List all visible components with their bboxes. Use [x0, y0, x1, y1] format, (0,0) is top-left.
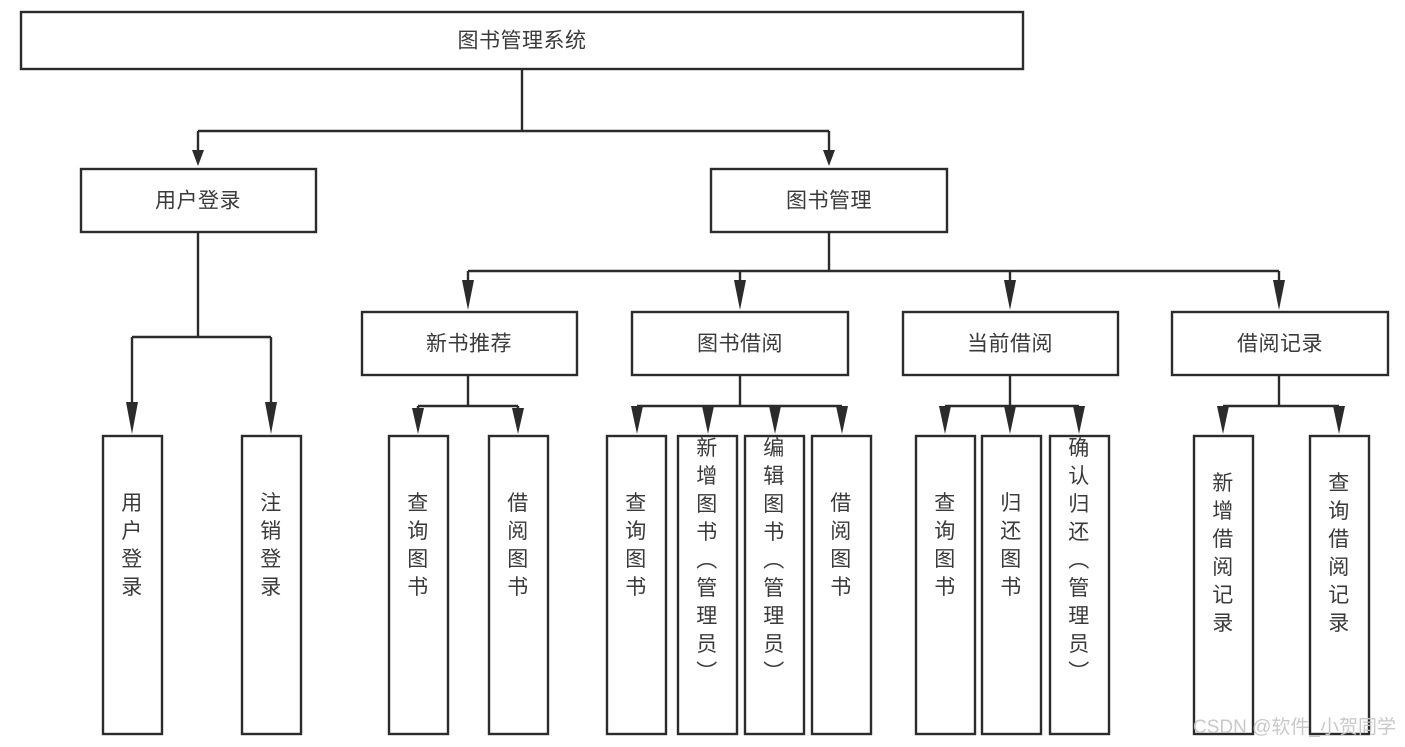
node-leaf-confirm-return-box[interactable] — [1048, 434, 1111, 736]
arrow-leaf-add-record — [1217, 406, 1229, 434]
node-leaf-logout-login-label: 注销登录 — [260, 492, 282, 599]
node-leaf-add-book-label: 新增图书︵管理员︶ — [696, 437, 718, 684]
node-leaf-user-login-box[interactable] — [101, 434, 164, 736]
node-leaf-borrow-book-2[interactable]: 借阅图书 — [810, 434, 873, 736]
arrow-leaf-query-record — [1333, 406, 1345, 434]
arrow-leaf-return-book — [1004, 406, 1016, 434]
node-user-login[interactable]: 用户登录 — [79, 167, 318, 234]
node-root[interactable]: 图书管理系统 — [19, 10, 1025, 71]
node-borrow-record[interactable]: 借阅记录 — [1170, 310, 1390, 377]
node-leaf-add-book-box[interactable] — [676, 434, 739, 736]
arrow-leaf-add-book — [702, 406, 714, 434]
node-leaf-query-book-2[interactable]: 查询图书 — [605, 434, 668, 736]
node-leaf-borrow-book-1[interactable]: 借阅图书 — [487, 434, 550, 736]
node-leaf-add-record-label: 新增借阅记录 — [1212, 472, 1234, 635]
node-book-manage-label: 图书管理 — [786, 190, 872, 213]
node-borrow-record-label: 借阅记录 — [1237, 333, 1323, 356]
node-leaf-user-login-label: 用户登录 — [121, 492, 143, 599]
node-book-borrow-label: 图书借阅 — [697, 333, 783, 356]
node-leaf-query-book-2-label: 查询图书 — [625, 492, 647, 599]
node-leaf-borrow-book-1-label: 借阅图书 — [507, 492, 529, 599]
node-leaf-logout-login[interactable]: 注销登录 — [240, 434, 303, 736]
node-leaf-edit-book-label: 编辑图书︵管理员︶ — [763, 437, 785, 684]
arrow-leaf-query-book-3 — [939, 406, 951, 434]
node-leaf-user-login[interactable]: 用户登录 — [101, 434, 164, 736]
arrow-leaf-borrow-book-2 — [836, 406, 848, 434]
arrow-leaf-borrow-book-1 — [512, 408, 524, 434]
node-new-book-recommend-label: 新书推荐 — [426, 333, 512, 356]
node-root-box[interactable] — [19, 10, 1025, 71]
node-leaf-return-book-box[interactable] — [980, 434, 1043, 736]
node-current-borrow[interactable]: 当前借阅 — [901, 310, 1120, 377]
node-leaf-query-record-label: 查询借阅记录 — [1328, 472, 1350, 635]
csdn-watermark: CSDN @软件_小贺同学 — [1193, 716, 1396, 738]
node-new-book-recommend-box[interactable] — [360, 310, 579, 377]
node-leaf-edit-book-box[interactable] — [743, 434, 806, 736]
arrow-leaf-user-login — [126, 402, 138, 434]
arrow-to-user-login — [192, 150, 204, 166]
node-current-borrow-box[interactable] — [901, 310, 1120, 377]
node-borrow-record-box[interactable] — [1170, 310, 1390, 377]
node-user-login-label: 用户登录 — [155, 190, 241, 213]
arrow-to-book-manage — [823, 150, 835, 166]
node-current-borrow-label: 当前借阅 — [967, 333, 1053, 356]
connector-group — [126, 69, 1345, 434]
node-book-manage[interactable]: 图书管理 — [709, 167, 949, 234]
arrow-leaf-confirm-return — [1073, 406, 1085, 434]
node-leaf-query-book-3[interactable]: 查询图书 — [914, 434, 977, 736]
arrow-to-book-borrow — [734, 280, 746, 310]
node-leaf-edit-book[interactable]: 编辑图书︵管理员︶ — [743, 434, 806, 736]
node-leaf-add-record[interactable]: 新增借阅记录 — [1192, 434, 1255, 736]
node-leaf-query-book-2-box[interactable] — [605, 434, 668, 736]
arrow-leaf-logout-login — [265, 402, 277, 434]
node-leaf-return-book-label: 归还图书 — [1000, 492, 1022, 599]
arrow-to-borrow-record — [1273, 280, 1285, 310]
node-leaf-query-book-1[interactable]: 查询图书 — [387, 434, 450, 736]
node-leaf-borrow-book-1-box[interactable] — [487, 434, 550, 736]
node-root-label: 图书管理系统 — [458, 30, 587, 53]
node-leaf-add-book[interactable]: 新增图书︵管理员︶ — [676, 434, 739, 736]
node-leaf-borrow-book-2-box[interactable] — [810, 434, 873, 736]
node-book-manage-box[interactable] — [709, 167, 949, 234]
node-leaf-confirm-return-label: 确认归还︵管理员︶ — [1068, 437, 1090, 684]
node-book-borrow-box[interactable] — [630, 310, 850, 377]
arrow-leaf-edit-book — [769, 406, 781, 434]
arrow-to-new-book-recommend — [462, 280, 474, 310]
node-leaf-query-book-1-label: 查询图书 — [407, 492, 429, 599]
node-leaf-query-book-3-label: 查询图书 — [934, 492, 956, 599]
node-new-book-recommend[interactable]: 新书推荐 — [360, 310, 579, 377]
node-book-borrow[interactable]: 图书借阅 — [630, 310, 850, 377]
arrow-leaf-query-book-1 — [412, 408, 424, 434]
node-leaf-query-record-box[interactable] — [1308, 434, 1371, 736]
arrow-leaf-query-book-2 — [631, 406, 643, 434]
node-leaf-logout-login-box[interactable] — [240, 434, 303, 736]
node-leaf-confirm-return[interactable]: 确认归还︵管理员︶ — [1048, 434, 1111, 736]
node-leaf-add-record-box[interactable] — [1192, 434, 1255, 736]
node-leaf-return-book[interactable]: 归还图书 — [980, 434, 1043, 736]
node-leaf-query-book-1-box[interactable] — [387, 434, 450, 736]
node-leaf-query-record[interactable]: 查询借阅记录 — [1308, 434, 1371, 736]
node-leaf-borrow-book-2-label: 借阅图书 — [830, 492, 852, 599]
node-leaf-query-book-3-box[interactable] — [914, 434, 977, 736]
node-user-login-box[interactable] — [79, 167, 318, 234]
arrow-to-current-borrow — [1004, 280, 1016, 310]
